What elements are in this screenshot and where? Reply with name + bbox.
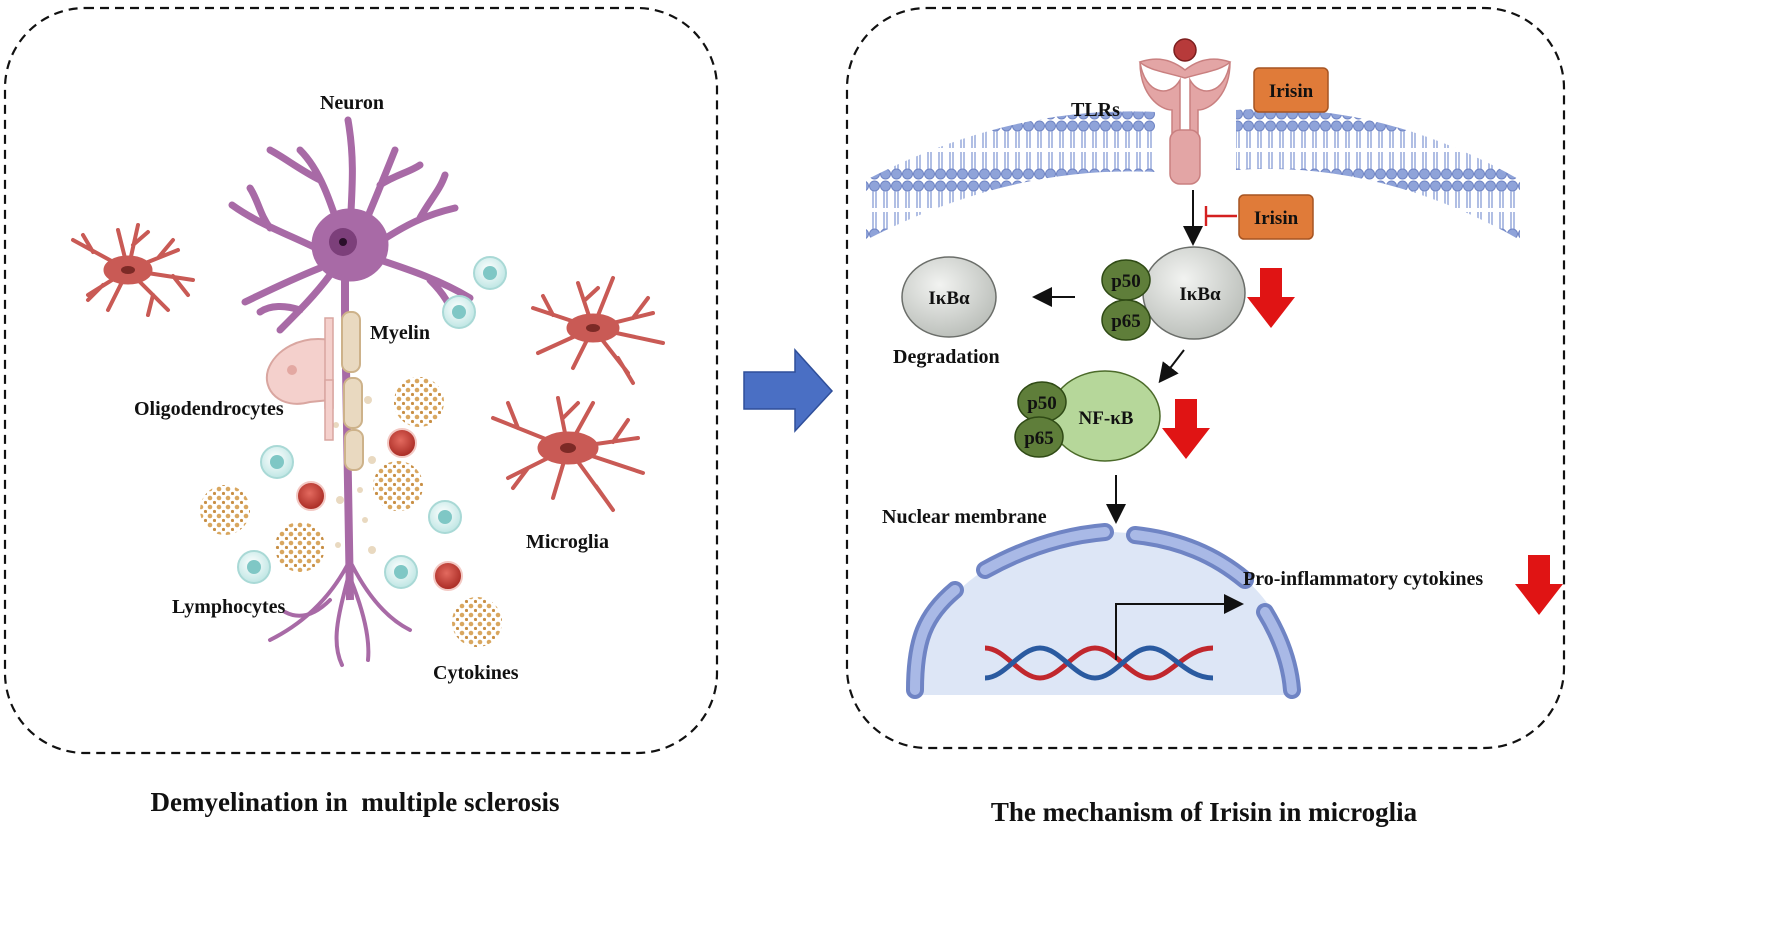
p50-nfkb-text: p50	[1027, 393, 1057, 414]
label-cytokines: Cytokines	[433, 662, 519, 684]
irisin-ligand	[1173, 38, 1197, 62]
p50-complex-text: p50	[1111, 271, 1141, 292]
left-panel: Neuron Myelin Oligodendrocytes Microglia…	[3, 6, 719, 755]
pathway-arrows	[1032, 190, 1203, 524]
nfkb-complex: p50 p65 NF-κB	[1014, 370, 1161, 462]
left-panel-border	[3, 6, 719, 755]
p65-complex-text: p65	[1111, 311, 1141, 332]
ikba-complex: p50 p65 IκBα	[1101, 246, 1246, 341]
ikba-degraded-text: IκBα	[928, 288, 970, 309]
label-myelin: Myelin	[370, 322, 430, 344]
irisin-top-text: Irisin	[1269, 81, 1314, 102]
p65-nfkb-text: p65	[1024, 428, 1054, 449]
label-nuclear-membrane: Nuclear membrane	[882, 506, 1047, 528]
label-tlrs: TLRs	[1071, 99, 1120, 121]
label-microglia: Microglia	[526, 531, 609, 553]
transcription-arrow	[1115, 594, 1244, 660]
label-neuron: Neuron	[320, 92, 384, 114]
oligodendrocyte-icon	[265, 317, 334, 441]
red-cell-icon	[296, 428, 463, 591]
ikba-complex-text: IκBα	[1179, 284, 1221, 305]
right-panel-border	[845, 6, 1566, 750]
right-panel: TLRs Irisin Irisin IκBα Degradation	[845, 6, 1566, 750]
irisin-box-top: Irisin	[1253, 67, 1329, 113]
ikba-degraded: IκBα	[901, 256, 997, 338]
neuron-icon	[228, 116, 474, 667]
down-arrow-icon	[1162, 268, 1563, 615]
myelin-sheath	[333, 311, 376, 554]
irisin-inhibitor-text: Irisin	[1254, 208, 1299, 229]
transition-arrow	[743, 348, 834, 433]
label-oligodendrocytes: Oligodendrocytes	[134, 398, 284, 420]
irisin-box-inhibitor: Irisin	[1238, 194, 1314, 240]
label-degradation: Degradation	[893, 346, 1000, 368]
lymphocyte-icon	[237, 256, 507, 589]
microglia-icon	[71, 223, 665, 512]
nfkb-text: NF-κB	[1079, 408, 1134, 429]
label-lymphocytes: Lymphocytes	[172, 596, 286, 618]
inhibition-icon	[1204, 206, 1237, 226]
right-caption: The mechanism of Irisin in microglia	[991, 797, 1418, 827]
left-caption: Demyelination in multiple sclerosis	[151, 787, 560, 817]
nucleus	[906, 523, 1301, 699]
cytokine-icon	[200, 377, 502, 647]
dna-helix-icon	[984, 645, 1214, 681]
tlr-receptor-icon	[1138, 58, 1232, 185]
label-pro-inflammatory: Pro-inflammatory cytokines	[1243, 568, 1483, 590]
lipid-bilayer-icon	[866, 108, 1520, 240]
